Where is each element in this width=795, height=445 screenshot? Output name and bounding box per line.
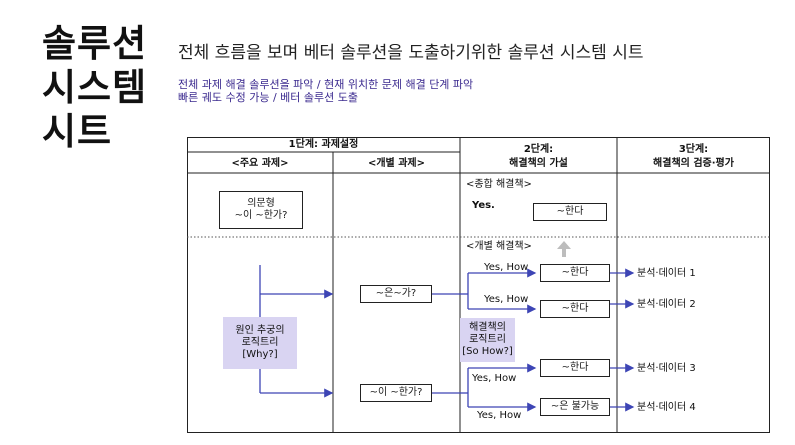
- yes-how-label: Yes, How: [477, 410, 522, 421]
- big-title-line: 시스템: [42, 66, 148, 109]
- diagram-lines: [187, 137, 770, 433]
- stage2-header-line1: 2단계:: [523, 144, 554, 155]
- question-box-line: ~이 ~한가?: [234, 210, 288, 221]
- yes-how-label: Yes, How: [472, 373, 517, 384]
- stage3-header-line1: 3단계:: [678, 144, 709, 155]
- up-arrow-icon: [557, 241, 571, 257]
- subtitle-line: 전체 과제 해결 솔루션을 파악 / 현재 위치한 문제 해결 단계 파악: [178, 78, 474, 91]
- comprehensive-yes: Yes.: [472, 200, 495, 211]
- big-title-line: 솔루션: [42, 22, 148, 65]
- yes-how-label: Yes, How: [484, 294, 529, 305]
- why-logic-tree-line: [Why?]: [242, 349, 278, 360]
- why-logic-tree-line: 로직트리: [241, 337, 279, 348]
- solution-system-diagram: 1단계: 과제설정 <주요 과제> <개별 과제> 2단계: 해결책의 가설 3…: [187, 137, 770, 433]
- analysis-label: 분석·데이터 4: [637, 402, 696, 413]
- subtitle-line: 빠른 궤도 수정 가능 / 베터 솔루션 도출: [178, 91, 358, 104]
- individual-solution-label: <개별 해결책>: [466, 241, 532, 252]
- task-box: ~은~가?: [360, 285, 432, 303]
- stage2-header-line2: 해결책의 가설: [509, 158, 568, 169]
- headline: 전체 흐름을 보며 베터 솔루션을 도출하기위한 솔루션 시스템 시트: [178, 43, 644, 63]
- why-logic-tree-line: 원인 추궁의: [235, 325, 285, 336]
- big-title-line: 시트: [42, 110, 113, 153]
- analysis-label: 분석·데이터 1: [637, 268, 696, 279]
- solution-box: ~한다: [540, 359, 610, 377]
- solution-box: ~한다: [540, 264, 610, 282]
- subtitle: 전체 과제 해결 솔루션을 파악 / 현재 위치한 문제 해결 단계 파악 빠른…: [178, 78, 473, 104]
- comprehensive-solution-label: <종합 해결책>: [466, 179, 532, 190]
- table-frame: [187, 137, 770, 433]
- question-box: 의문형 ~이 ~한가?: [219, 191, 303, 229]
- solution-box: ~한다: [540, 300, 610, 318]
- stage1-header: 1단계: 과제설정: [288, 139, 359, 150]
- question-box-line: 의문형: [247, 198, 275, 209]
- why-logic-tree: 원인 추궁의 로직트리 [Why?]: [223, 317, 297, 369]
- col-main-task-header: <주요 과제>: [231, 158, 289, 169]
- stage3-header-line2: 해결책의 검증·평가: [653, 158, 734, 169]
- analysis-label: 분석·데이터 2: [637, 299, 696, 310]
- how-logic-tree-line: 해결책의: [469, 322, 506, 333]
- big-title: 솔루션 시스템 시트: [42, 22, 162, 154]
- comprehensive-answer-box: ~한다: [533, 203, 607, 221]
- analysis-label: 분석·데이터 3: [637, 363, 696, 374]
- how-logic-tree: 해결책의 로직트리 [So How?]: [460, 318, 515, 362]
- how-logic-tree-line: [So How?]: [462, 346, 513, 357]
- task-box: ~이 ~한가?: [360, 384, 432, 402]
- yes-how-label: Yes, How: [484, 262, 529, 273]
- solution-box: ~은 불가능: [540, 398, 610, 416]
- col-individual-task-header: <개별 과제>: [367, 158, 426, 169]
- how-logic-tree-line: 로직트리: [469, 334, 506, 345]
